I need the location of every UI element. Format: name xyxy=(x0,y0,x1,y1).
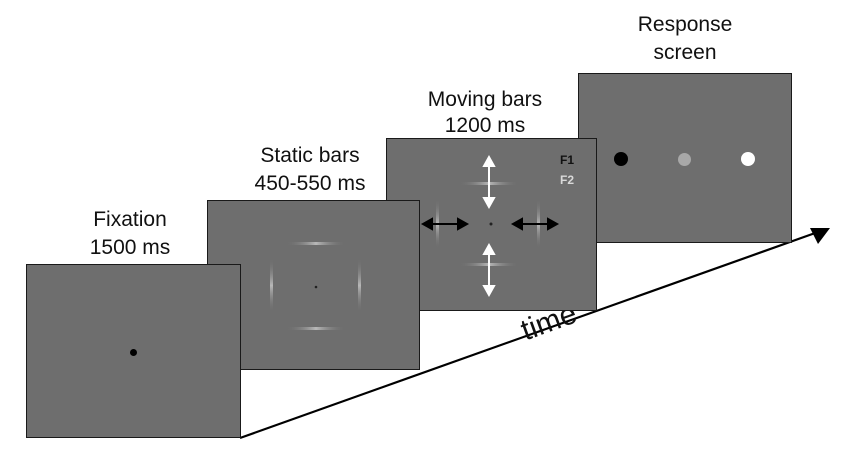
fixation-point xyxy=(130,349,137,356)
response-dot-gray xyxy=(678,153,691,166)
static-bar-bottom xyxy=(286,327,346,330)
up-down-arrow-top xyxy=(482,154,496,210)
response-dot-white xyxy=(741,152,755,166)
up-down-arrow-bottom xyxy=(482,242,496,298)
response-subtitle: screen xyxy=(653,41,717,64)
moving-bars-graphics xyxy=(420,154,560,298)
f1-label: F1 xyxy=(560,153,575,167)
f2-label: F2 xyxy=(560,173,575,187)
static-fixation-dot xyxy=(314,285,318,289)
static-bars-duration: 450-550 ms xyxy=(254,172,366,195)
left-right-arrow-left xyxy=(420,217,470,231)
fixation-title: Fixation xyxy=(93,208,167,231)
static-bars-title: Static bars xyxy=(260,144,360,167)
fixation-screen xyxy=(26,264,241,438)
moving-bars-title: Moving bars xyxy=(427,88,543,111)
static-bar-left xyxy=(270,258,273,313)
static-bar-right xyxy=(358,258,361,313)
fixation-dot xyxy=(489,222,493,226)
response-dot-black xyxy=(614,152,628,166)
static-bars-screen xyxy=(207,200,420,370)
time-axis-arrowhead xyxy=(810,228,830,244)
response-screen xyxy=(578,73,792,243)
left-right-arrow-right xyxy=(510,217,560,231)
static-bar-top xyxy=(286,242,346,245)
moving-bars-duration: 1200 ms xyxy=(444,114,526,137)
static-bars-graphics xyxy=(270,242,361,330)
response-title: Response xyxy=(637,13,733,36)
fixation-duration: 1500 ms xyxy=(89,236,171,259)
moving-bars-screen: F1 F2 xyxy=(386,138,597,311)
